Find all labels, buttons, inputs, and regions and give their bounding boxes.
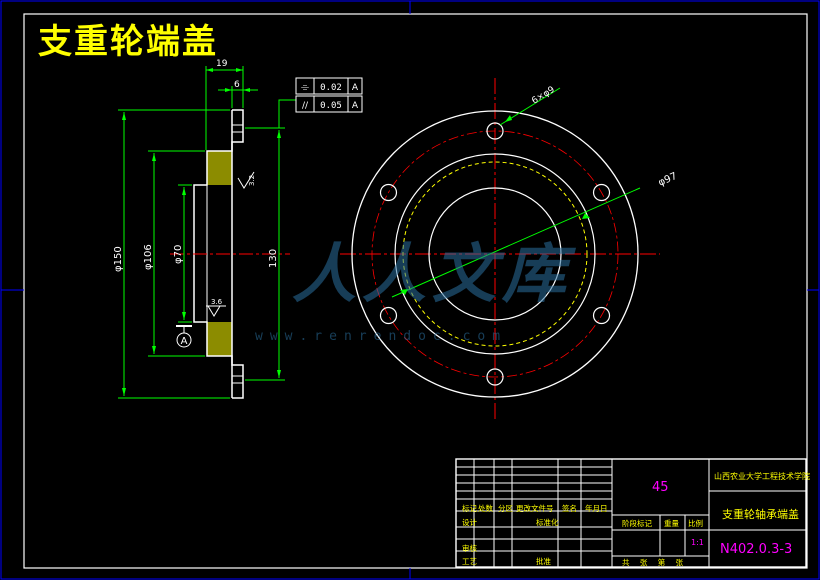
circle-106 xyxy=(394,153,596,355)
roughness-symbol-1 xyxy=(237,171,255,189)
datum-circle xyxy=(176,332,192,348)
dim-width-total: 19 xyxy=(216,59,228,69)
dim-pcd-line xyxy=(391,187,641,298)
bolt-hole xyxy=(592,306,611,325)
tb-hdr-4: 签名 xyxy=(562,504,577,513)
tol-2-symbol: // xyxy=(302,101,309,111)
section-view: 19 6 φ150 φ106 φ70 130 3.2 3.6 A ⌯ 0.02 … xyxy=(113,59,363,399)
bolt-hole xyxy=(486,122,504,140)
tb-part-name: 支重轮轴承端盖 xyxy=(722,508,799,521)
watermark-text: 人人文库 xyxy=(292,237,577,312)
dim-pcd-text: φ97 xyxy=(657,171,679,189)
tol-1-symbol: ⌯ xyxy=(301,82,309,93)
tb-hdr-3: 更改文件号 xyxy=(516,504,554,513)
bolt-hole xyxy=(379,306,398,325)
dim-pcd-arrow-2 xyxy=(400,289,408,295)
dim-dia-outer: φ150 xyxy=(113,246,124,272)
hidden-circle xyxy=(402,161,588,347)
tb-hdr-0: 标记 xyxy=(462,504,477,513)
tol-2-datum: A xyxy=(352,101,359,111)
hatch-upper xyxy=(207,151,232,185)
bolt-holes xyxy=(379,122,611,386)
dim-130: 130 xyxy=(268,249,279,268)
tb-drawing-no: N402.0.3-3 xyxy=(720,542,793,557)
watermark-url: www.renrendoc.com xyxy=(255,329,507,344)
tb-design: 设计 xyxy=(462,518,477,527)
tb-review: 审核 xyxy=(462,544,477,553)
tolerance-frame-2: // 0.05 A xyxy=(295,95,363,113)
tb-approve: 批准 xyxy=(536,557,551,566)
tol-1-value: 0.02 xyxy=(320,83,342,93)
tb-stage-mark: 阶段标记 xyxy=(622,519,652,528)
tb-process: 工艺 xyxy=(462,557,477,566)
page-title: 支重轮端盖 xyxy=(38,22,218,62)
watermark: 人人文库 www.renrendoc.com xyxy=(255,237,577,344)
bolt-hole xyxy=(379,183,398,202)
hatch-lower xyxy=(207,322,232,356)
roughness-symbol-2 xyxy=(207,305,221,317)
dim-width-flange: 6 xyxy=(234,80,240,90)
roughness-value-2: 3.6 xyxy=(211,298,223,306)
dim-dia-70: φ70 xyxy=(173,245,184,264)
tb-hdr-5: 年月日 xyxy=(585,504,608,513)
outer-circle xyxy=(351,110,639,398)
bolt-hole xyxy=(486,368,504,386)
title-block-grid xyxy=(455,458,807,568)
dim-dia-106: φ106 xyxy=(143,244,154,270)
tb-material: 45 xyxy=(652,480,669,495)
tb-hdr-1: 处数 xyxy=(478,504,493,513)
tol-2-value: 0.05 xyxy=(320,101,342,111)
tb-university: 山西农业大学工程技术学院 xyxy=(714,472,810,481)
tb-hdr-2: 分区 xyxy=(498,504,513,513)
tb-weight: 重量 xyxy=(664,519,679,528)
section-arrows xyxy=(122,68,281,396)
tb-scale-value: 1:1 xyxy=(691,538,704,547)
datum-letter: A xyxy=(181,336,188,347)
inner-frame xyxy=(23,13,808,569)
dim-pcd-arrow-1 xyxy=(582,213,590,219)
dim-holes-text: 6×φ9 xyxy=(530,85,557,107)
tolerance-frame-1: ⌯ 0.02 A xyxy=(295,77,363,95)
bolt-hole xyxy=(592,183,611,202)
circle-70 xyxy=(428,187,562,321)
dim-holes-arrow xyxy=(505,115,512,122)
tol-1-datum: A xyxy=(352,83,359,93)
tb-std: 标准化 xyxy=(536,518,559,527)
roughness-value-1: 3.2 xyxy=(248,175,256,186)
pitch-circle xyxy=(371,130,619,378)
tb-scale-label: 比例 xyxy=(688,519,703,528)
tb-sheets: 共 张 第 张 xyxy=(622,558,684,567)
